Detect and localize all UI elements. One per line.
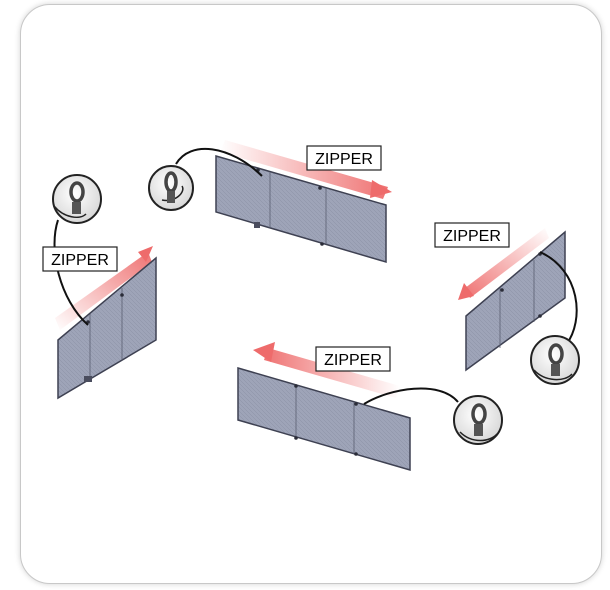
bottom-zipper-label: ZIPPER: [324, 352, 382, 369]
top-panel: [215, 155, 387, 264]
top-zipper-label: ZIPPER: [315, 151, 373, 168]
right-zipper-label: ZIPPER: [443, 228, 501, 245]
bottom-panel-arrow-head: [253, 342, 275, 362]
left-panel-arrow-head: [138, 246, 153, 262]
left-panel-group: ZIPPER: [42, 174, 157, 400]
top-cable: [175, 147, 263, 177]
bottom-panel: [237, 367, 411, 471]
left-panel: [57, 256, 157, 400]
left-panel-arrow-trail: [55, 252, 152, 330]
top-eye-bolt-icon: [148, 165, 194, 211]
bottom-panel-group: ZIPPER: [237, 342, 503, 471]
right-eye-bolt-icon: [530, 335, 580, 385]
bottom-cable: [363, 387, 459, 405]
bottom-panel-arrow-trail: [264, 348, 400, 398]
top-panel-arrow-trail: [220, 140, 388, 199]
bottom-zipper-label-box: [315, 346, 391, 372]
left-eye-bolt-icon: [52, 174, 102, 224]
top-zipper-label-box: [306, 145, 382, 171]
left-zipper-label-box: [42, 246, 118, 272]
right-panel: [465, 230, 566, 372]
right-panel-arrow-head: [458, 283, 474, 300]
right-cable: [539, 251, 578, 346]
left-cable: [53, 219, 89, 326]
right-panel-arrow-trail: [465, 228, 549, 298]
right-panel-group: ZIPPER: [434, 222, 580, 385]
top-panel-group: ZIPPER: [148, 140, 392, 264]
left-zipper-label: ZIPPER: [51, 252, 109, 269]
right-zipper-label-box: [434, 222, 510, 248]
bottom-eye-bolt-icon: [453, 395, 503, 445]
top-panel-arrow-head: [370, 180, 392, 198]
